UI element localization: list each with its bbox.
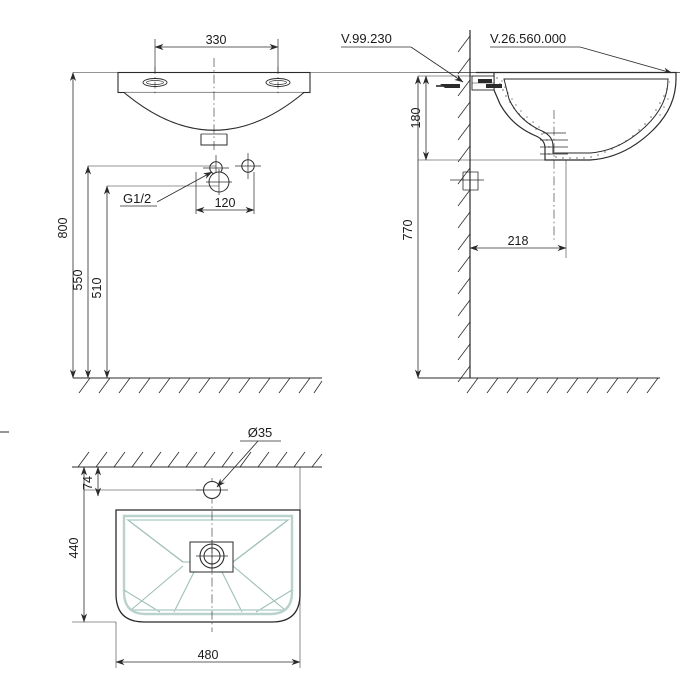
- basin-plan-rim-inner: [122, 514, 294, 616]
- callout-g12-label: G1/2: [123, 191, 151, 206]
- part-label-tap-text: V.99.230: [341, 31, 392, 46]
- side-section-view: 180 218: [401, 30, 680, 394]
- floor-front-elevation: [73, 377, 323, 394]
- callout-diameter-35: Ø35: [216, 425, 281, 488]
- wall-section: [457, 30, 471, 383]
- callout-g12: G1/2: [120, 171, 213, 207]
- section-wall-texture: [496, 77, 670, 159]
- callout-diameter-35-label: Ø35: [248, 425, 273, 440]
- waste-outlet-front: [206, 169, 232, 195]
- dim-480: 480: [115, 467, 301, 668]
- dim-440: 440: [67, 466, 116, 623]
- basin-plan-fold-lines: [123, 519, 293, 613]
- dim-550-label: 550: [71, 270, 85, 291]
- dim-440-label: 440: [67, 538, 81, 559]
- part-label-basin-text: V.26.560.000: [490, 31, 566, 46]
- dim-800-label: 800: [56, 218, 70, 239]
- dim-330: 330: [154, 33, 279, 73]
- drain-plan: [196, 540, 228, 572]
- dim-770-label: 770: [401, 220, 415, 241]
- dim-330-label: 330: [206, 33, 227, 47]
- dim-800: 800: [56, 72, 77, 379]
- dim-218: 218: [469, 160, 567, 258]
- front-elevation-view: 330: [56, 33, 420, 394]
- dim-218-label: 218: [508, 234, 529, 248]
- wall-plan: [72, 451, 323, 468]
- supply-point-right: [235, 153, 261, 179]
- dim-480-label: 480: [198, 648, 219, 662]
- tap-fitting-section: [471, 75, 502, 91]
- dim-510: 510: [90, 185, 111, 379]
- wall-bracket-detail: [450, 171, 484, 191]
- floor-side-section: [418, 377, 660, 394]
- dim-550: 550: [71, 165, 92, 379]
- dim-180-label: 180: [409, 108, 423, 129]
- dim-120: 120: [195, 172, 255, 214]
- service-points-front: [203, 153, 261, 195]
- basin-section-inner: [503, 78, 669, 154]
- plan-view: Ø35 74 440 480: [67, 425, 323, 668]
- dim-770: 770: [401, 75, 422, 379]
- dim-120-label: 120: [215, 196, 236, 210]
- tap-spout-section: [436, 84, 460, 88]
- dim-510-label: 510: [90, 278, 104, 299]
- part-label-basin: V.26.560.000: [490, 31, 673, 74]
- dim-74-label: 74: [81, 476, 95, 490]
